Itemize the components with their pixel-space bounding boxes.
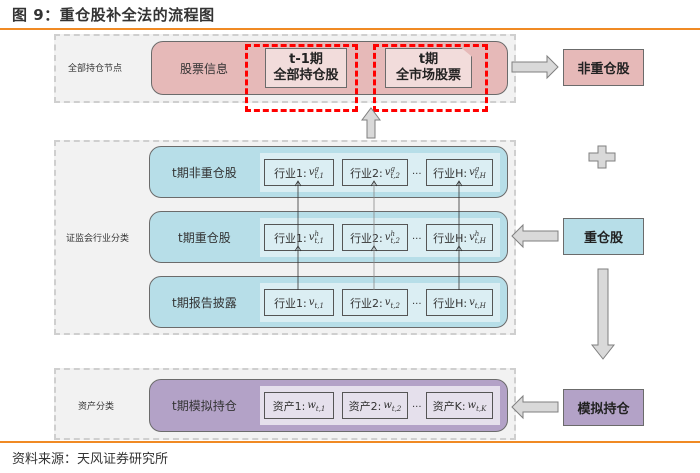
figure-source: 资料来源：天风证券研究所 [12, 452, 169, 467]
connector-arrowhead [370, 245, 378, 252]
cell-variable: v [384, 232, 391, 243]
highlight-market-stocks [373, 44, 488, 112]
box-simulated: 模拟持仓 [563, 389, 644, 426]
cell-prefix: 资产2: [348, 399, 382, 413]
box-prev-line2: 全部持仓股 [273, 68, 339, 83]
industry-cell: 行业1:v t,1 [264, 289, 334, 316]
cell-superscript: g [314, 164, 319, 173]
cell-prefix: 资产K: [432, 399, 466, 413]
box-prev-holdings: t-1期 全部持仓股 [265, 48, 347, 88]
cell-prefix: 行业1: [274, 166, 307, 180]
cell-subscript: t,1 [314, 236, 324, 245]
cell-subscript: t,2 [390, 236, 400, 245]
cell-prefix: 行业H: [433, 231, 468, 245]
arrow-to-non-heavy-icon [511, 54, 559, 80]
cell-variable: v [469, 232, 475, 243]
asset-cell: 资产2: w t,2 [342, 392, 408, 419]
cell-prefix: 行业1: [274, 231, 307, 245]
cell-superscript: h [314, 229, 319, 238]
connector-arrowhead [455, 180, 463, 187]
arrow-from-heavy-icon [511, 223, 559, 249]
cell-superscript: h [474, 229, 480, 238]
ellipsis: ... [412, 231, 422, 242]
box-market-line1: t期 [418, 52, 439, 67]
arrow-from-simulated-icon [511, 394, 559, 420]
cell-subscript: t,1 [314, 171, 324, 180]
cell-variable: v [308, 232, 315, 243]
industry-cell: 行业H: v t,H [426, 289, 493, 316]
cell-variable: v [384, 167, 391, 178]
connector-arrowhead [294, 245, 302, 252]
cell-superscript: g [474, 164, 480, 173]
cell-variable: v [469, 297, 475, 308]
box-prev-line1: t-1期 [289, 52, 323, 67]
asset-cell: 资产K: w t,K [426, 392, 493, 419]
cell-prefix: 行业2: [350, 166, 383, 180]
cell-prefix: 行业H: [433, 296, 468, 310]
connector-arrowhead [455, 245, 463, 252]
connector-arrowhead [370, 180, 378, 187]
cell-subscript: t,K [476, 404, 487, 413]
vertical-connectors [294, 180, 463, 290]
cell-variable: v [308, 297, 315, 308]
ellipsis: ... [412, 166, 422, 177]
box-non-heavy: 非重仓股 [563, 49, 644, 86]
cell-subscript: t,H [474, 171, 486, 180]
cell-subscript: t,1 [315, 404, 326, 413]
cell-variable: w [383, 400, 392, 411]
group-label-industry: 证监会行业分类 [66, 234, 130, 244]
cell-superscript: g [390, 164, 395, 173]
arrow-up-icon [361, 107, 381, 139]
cell-subscript: t,2 [390, 301, 400, 310]
row-label-non-heavy: t期非重仓股 [172, 166, 237, 180]
top-divider [0, 28, 700, 30]
group-label-assets: 资产分类 [78, 402, 115, 412]
cell-subscript: t,2 [391, 404, 402, 413]
cell-prefix: 行业H: [433, 166, 468, 180]
cell-variable: w [467, 400, 477, 411]
industry-cell: 行业2: v t,2 [342, 289, 408, 316]
box-market-stocks: t期 全市场股票 [385, 48, 472, 88]
cell-variable: v [384, 297, 391, 308]
asset-cell: 资产1:w t,1 [264, 392, 334, 419]
box-market-line2: 全市场股票 [395, 68, 461, 83]
box-heavy: 重仓股 [563, 218, 644, 255]
ellipsis: ... [412, 296, 422, 307]
cell-variable: v [308, 167, 315, 178]
row-label-stock-info: 股票信息 [180, 62, 229, 76]
cell-subscript: t,2 [390, 171, 400, 180]
plus-icon [588, 145, 616, 169]
highlight-prev-holdings [245, 44, 358, 112]
row-label-report: t期报告披露 [172, 296, 237, 310]
ellipsis: ... [412, 399, 422, 410]
cell-superscript: h [390, 229, 395, 238]
cell-variable: v [469, 167, 475, 178]
cell-prefix: 行业1: [274, 296, 307, 310]
cell-prefix: 行业2: [350, 296, 383, 310]
bottom-divider [0, 441, 700, 443]
group-label-holding-nodes: 全部持仓节点 [68, 64, 123, 74]
cell-variable: w [307, 400, 316, 411]
cell-subscript: t,1 [314, 301, 324, 310]
cell-prefix: 行业2: [350, 231, 383, 245]
row-label-heavy: t期重仓股 [178, 231, 231, 245]
cell-subscript: t,H [474, 301, 486, 310]
row-label-simulated: t期模拟持仓 [172, 399, 237, 413]
cell-prefix: 资产1: [272, 399, 306, 413]
arrow-down-icon [590, 268, 616, 360]
figure-title: 图 9：重仓股补全法的流程图 [12, 6, 215, 24]
connector-arrowhead [294, 180, 302, 187]
cell-subscript: t,H [474, 236, 486, 245]
